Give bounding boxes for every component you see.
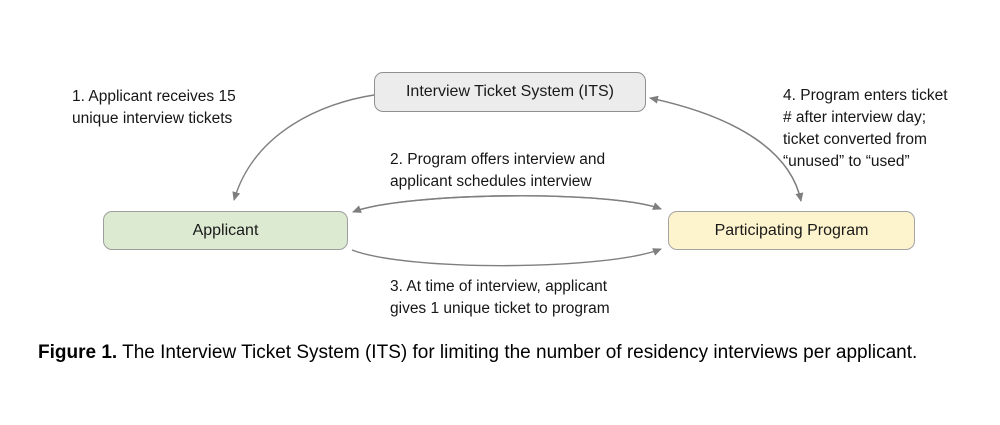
arrow-its-to-applicant [232, 94, 375, 201]
node-applicant: Applicant [103, 211, 348, 250]
annotation-step2: 2. Program offers interview and applican… [390, 151, 606, 190]
arrow-applicant-to-program-top [352, 195, 662, 213]
node-label: Applicant [192, 221, 259, 239]
annotation-step4: 4. Program enters ticket # after intervi… [783, 87, 948, 170]
node-label: Interview Ticket System (ITS) [405, 83, 615, 100]
node-interview-ticket-system: Interview Ticket System (ITS) [374, 72, 646, 112]
arrow-applicant-to-program-bottom [351, 248, 662, 267]
arrow-its-to-program [649, 97, 804, 202]
annotation-step1: 1. Applicant receives 15 unique intervie… [72, 88, 236, 127]
arrow-program-to-its [649, 95, 802, 202]
arrow-program-to-applicant-top [352, 195, 662, 213]
annotation-step3: 3. At time of interview, applicant gives… [390, 278, 610, 317]
node-label: Participating Program [714, 221, 869, 239]
node-participating-program: Participating Program [668, 211, 915, 250]
figure-caption-text: The Interview Ticket System (ITS) for li… [122, 342, 918, 363]
figure-caption-label: Figure 1. [38, 342, 118, 363]
figure-caption: Figure 1. The Interview Ticket System (I… [38, 338, 998, 368]
